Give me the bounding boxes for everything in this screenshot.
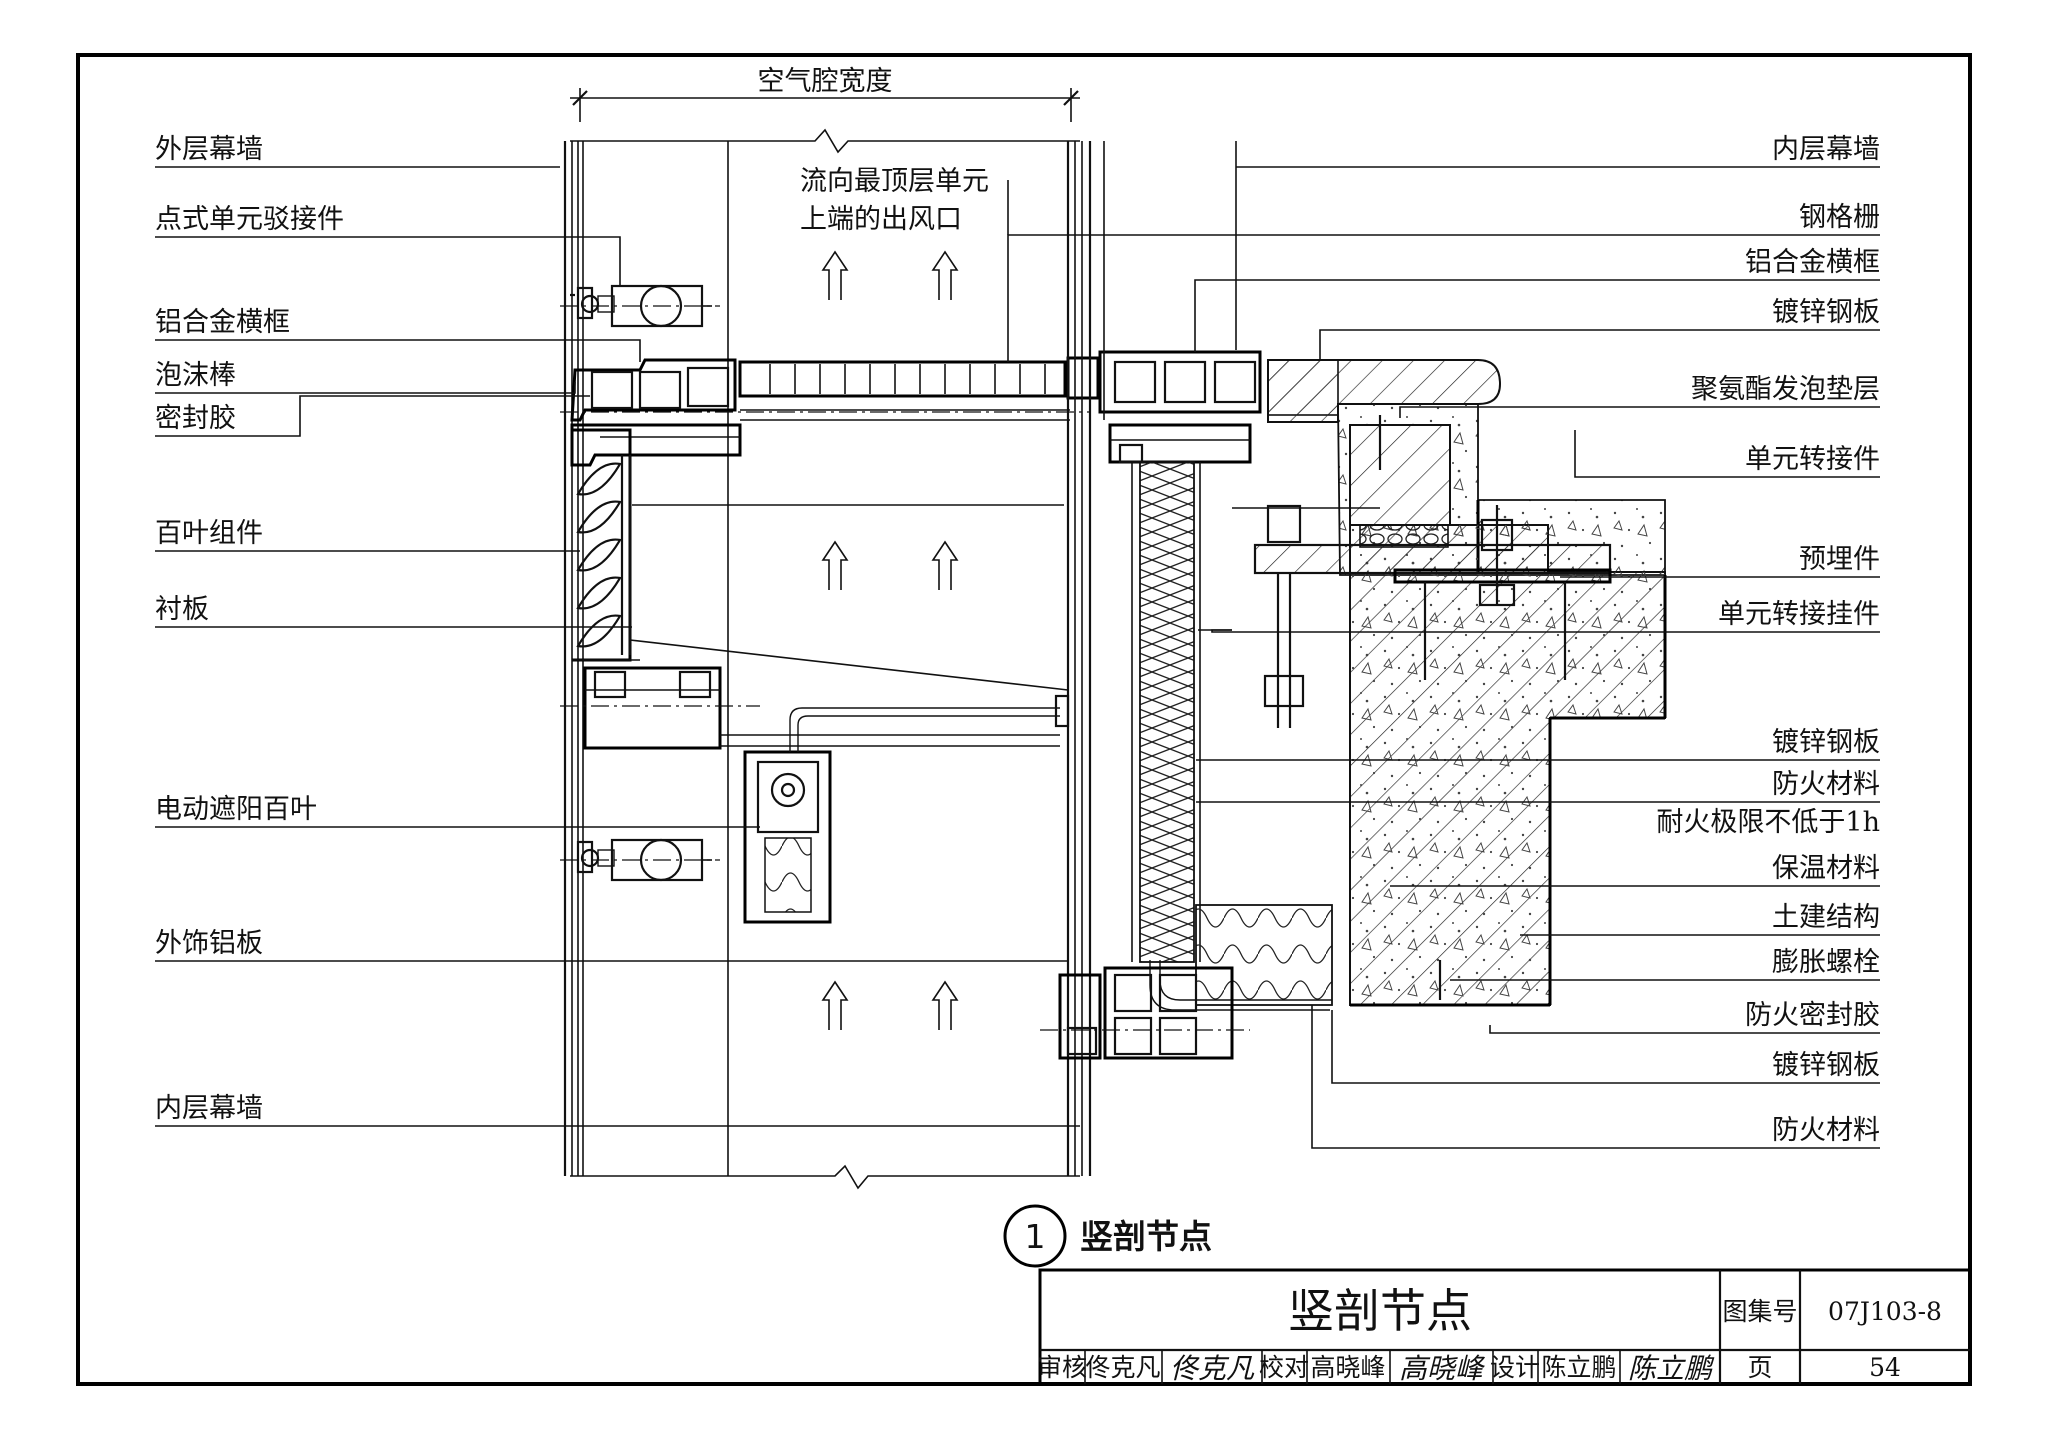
label-embedded-part: 预埋件 — [1799, 544, 1880, 575]
designer-label: 设计 — [1490, 1353, 1540, 1382]
louver-assembly — [560, 428, 1060, 750]
airflow-arrow — [931, 250, 959, 300]
designer-signature: 陈立鹏 — [1628, 1352, 1715, 1385]
airflow-arrow — [821, 980, 849, 1030]
label-motorized-blind: 电动遮阳百叶 — [155, 794, 317, 825]
airflow-note-line-1: 流向最顶层单元 — [800, 166, 989, 197]
louver-blade — [576, 614, 622, 648]
checker-label: 校对 — [1259, 1353, 1309, 1382]
label-civil-structure: 土建结构 — [1772, 902, 1880, 933]
label-inner-curtain-wall-top: 内层幕墙 — [1772, 134, 1880, 165]
label-outer-curtain-wall: 外层幕墙 — [155, 134, 263, 165]
label-insulation: 保温材料 — [1772, 853, 1880, 884]
motorized-blind — [743, 694, 1070, 924]
dimension-label: 空气腔宽度 — [758, 66, 893, 97]
airflow-arrow — [821, 250, 849, 300]
detail-caption-text: 竖剖节点 — [1080, 1217, 1212, 1256]
steel-grating — [738, 360, 1070, 421]
airflow-arrow — [931, 980, 959, 1030]
lining-board-line — [629, 639, 1069, 691]
page-label: 页 — [1747, 1353, 1772, 1382]
label-inner-curtain-wall-bottom: 内层幕墙 — [155, 1093, 263, 1124]
label-aluminum-cladding: 外饰铝板 — [155, 928, 263, 959]
page-number: 54 — [1869, 1353, 1901, 1382]
label-point-unit-connector: 点式单元驳接件 — [155, 204, 344, 235]
label-foam-rod: 泡沫棒 — [155, 360, 236, 391]
louver-blade — [576, 500, 622, 534]
embedded-plate-and-hanger — [1253, 415, 1612, 1000]
lower-transom — [1040, 966, 1250, 1060]
label-unit-adapter: 单元转接件 — [1745, 444, 1880, 475]
inner-curtain-wall — [1066, 141, 1237, 1176]
air-cavity-dimension: 空气腔宽度 — [570, 66, 1080, 122]
point-connector-lower — [560, 838, 720, 882]
atlas-number: 07J103-8 — [1828, 1297, 1942, 1326]
label-aluminum-transom-right: 铝合金横框 — [1745, 247, 1880, 278]
label-louver-assembly: 百叶组件 — [155, 518, 263, 549]
label-steel-grating: 钢格栅 — [1799, 202, 1880, 233]
title-block: 竖剖节点 图集号 07J103-8 审核 佟克凡 佟克凡 校对 高晓峰 高晓峰 … — [1037, 1268, 1972, 1386]
left-labels: 外层幕墙 点式单元驳接件 铝合金横框 泡沫棒 密封胶 百叶组件 衬板 电动遮阳百… — [155, 134, 344, 1124]
louver-blade — [576, 538, 622, 572]
airflow-arrows — [821, 250, 959, 1030]
detail-caption: 1 竖剖节点 — [1003, 1204, 1212, 1268]
label-fire-sealant: 防火密封胶 — [1745, 1000, 1880, 1031]
sheet-border — [76, 53, 1972, 1386]
airflow-arrow — [821, 540, 849, 590]
label-fire-rating: 耐火极限不低于1h — [1656, 807, 1880, 838]
louver-blade — [576, 576, 622, 610]
right-labels: 内层幕墙 钢格栅 铝合金横框 镀锌钢板 聚氨酯发泡垫层 单元转接件 预埋件 单元… — [1656, 134, 1880, 1146]
atlas-label: 图集号 — [1722, 1297, 1797, 1326]
upper-transom-right — [1066, 350, 1262, 464]
reviewer-signature: 佟克凡 — [1170, 1352, 1255, 1385]
reviewer-label: 审核 — [1037, 1353, 1087, 1382]
label-galvanized-plate-1: 镀锌钢板 — [1772, 297, 1880, 328]
label-galvanized-plate-3: 镀锌钢板 — [1772, 1050, 1880, 1081]
designer-name: 陈立鹏 — [1541, 1353, 1616, 1382]
label-expansion-bolt: 膨胀螺栓 — [1772, 947, 1880, 978]
label-unit-hanger: 单元转接挂件 — [1718, 599, 1880, 630]
airflow-arrow — [931, 540, 959, 590]
label-aluminum-transom-left: 铝合金横框 — [155, 307, 290, 338]
point-connector-upper — [560, 284, 720, 328]
detail-number: 1 — [1025, 1217, 1046, 1256]
label-sealant: 密封胶 — [155, 403, 236, 434]
break-line-bottom — [570, 1164, 1080, 1190]
label-galvanized-plate-2: 镀锌钢板 — [1772, 727, 1880, 758]
insulation-column — [1139, 461, 1195, 963]
leader-lines — [155, 166, 1880, 1149]
label-pu-foam-pad: 聚氨酯发泡垫层 — [1691, 374, 1880, 405]
airflow-note-line-2: 上端的出风口 — [800, 204, 962, 235]
bottom-insulation — [1195, 904, 1333, 1006]
break-line-top — [570, 128, 1080, 154]
checker-name: 高晓峰 — [1310, 1353, 1385, 1382]
label-fire-material-2: 防火材料 — [1772, 1115, 1880, 1146]
label-lining-board: 衬板 — [155, 594, 209, 625]
upper-transom-left — [560, 358, 1090, 467]
louver-blade — [576, 462, 622, 496]
label-fire-material-1: 防火材料 — [1772, 769, 1880, 800]
checker-signature: 高晓峰 — [1399, 1352, 1486, 1385]
title-block-title: 竖剖节点 — [1288, 1284, 1472, 1338]
reviewer-name: 佟克凡 — [1085, 1353, 1160, 1382]
